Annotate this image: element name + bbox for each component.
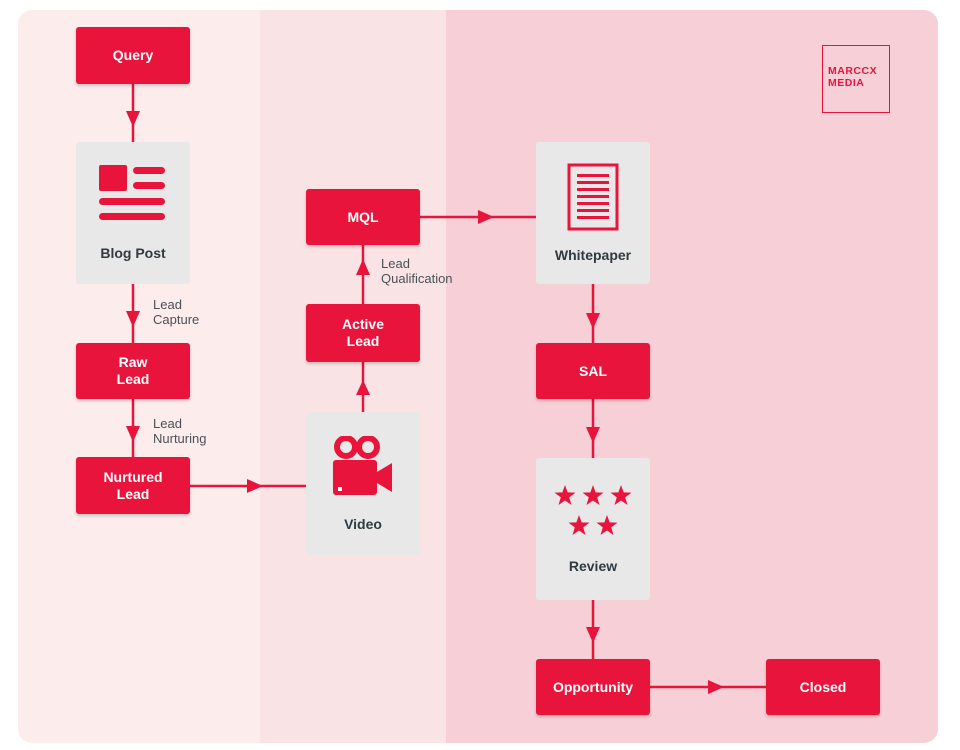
raw-lead-node[interactable]: Raw Lead <box>76 343 190 399</box>
five-stars-icon <box>551 484 635 540</box>
document-layout-icon <box>99 165 167 223</box>
arrowhead-down-1 <box>126 111 140 127</box>
arrowhead-right-1 <box>247 479 263 493</box>
nurtured-lead-label: Nurtured Lead <box>103 468 163 502</box>
arrowhead-up-1 <box>356 380 370 395</box>
marccx-media-logo: MARCCX MEDIA <box>822 45 890 113</box>
opportunity-node[interactable]: Opportunity <box>536 659 650 715</box>
active-lead-node[interactable]: Active Lead <box>306 304 420 362</box>
arrowhead-down-4 <box>586 313 600 329</box>
stage-band-3 <box>446 10 938 743</box>
arrowhead-down-6 <box>586 627 600 643</box>
lead-qualification-label: Lead Qualification <box>381 256 453 286</box>
nurtured-lead-node[interactable]: Nurtured Lead <box>76 457 190 514</box>
closed-node[interactable]: Closed <box>766 659 880 715</box>
arrowhead-right-2 <box>478 210 494 224</box>
whitepaper-label: Whitepaper <box>554 247 632 263</box>
lead-nurturing-label: Lead Nurturing <box>153 416 207 446</box>
arrowhead-down-2 <box>126 311 140 327</box>
arrowhead-down-5 <box>586 427 600 443</box>
arrowhead-right-3 <box>708 680 724 694</box>
arrowhead-up-2 <box>356 259 370 275</box>
sal-label: SAL <box>579 362 607 379</box>
arrowhead-down-3 <box>126 426 140 442</box>
blog-post-label: Blog Post <box>100 245 166 261</box>
closed-label: Closed <box>799 678 847 695</box>
active-lead-label: Active Lead <box>341 316 385 349</box>
lead-capture-label: Lead Capture <box>153 297 200 327</box>
raw-lead-label: Raw Lead <box>116 354 150 387</box>
sal-node[interactable]: SAL <box>536 343 650 399</box>
review-card[interactable]: Review <box>536 458 650 600</box>
review-label: Review <box>568 558 618 574</box>
stage-band-2 <box>260 10 446 743</box>
video-card[interactable]: Video <box>306 412 420 555</box>
query-label: Query <box>112 47 154 63</box>
video-camera-icon <box>332 435 394 496</box>
blog-post-card[interactable]: Blog Post <box>76 142 190 284</box>
mql-node[interactable]: MQL <box>306 189 420 245</box>
whitepaper-card[interactable]: Whitepaper <box>536 142 650 284</box>
whitepaper-icon <box>567 163 619 231</box>
query-node[interactable]: Query <box>76 27 190 84</box>
video-label: Video <box>344 515 382 532</box>
opportunity-label: Opportunity <box>552 678 634 695</box>
mql-label: MQL <box>347 208 379 225</box>
